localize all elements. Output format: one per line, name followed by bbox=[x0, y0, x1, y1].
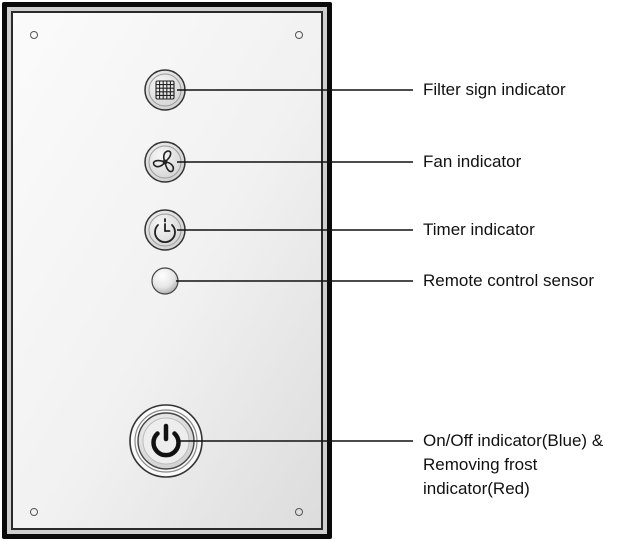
remote-sensor bbox=[151, 267, 179, 295]
sensor-label: Remote control sensor bbox=[423, 271, 595, 290]
power-icon bbox=[151, 423, 181, 458]
timer-indicator bbox=[144, 209, 186, 251]
timer-indicator-label: Timer indicator bbox=[423, 220, 535, 239]
onoff-label-line2: Removing frost bbox=[423, 455, 538, 474]
screw-bottom-left bbox=[30, 508, 38, 516]
onoff-label-line1: On/Off indicator(Blue) & bbox=[423, 431, 604, 450]
fan-indicator bbox=[144, 141, 186, 183]
fan-icon bbox=[152, 150, 175, 173]
screw-bottom-right bbox=[295, 508, 303, 516]
leader-lines bbox=[176, 89, 413, 442]
filter-indicator-label: Filter sign indicator bbox=[423, 80, 566, 99]
timer-clock-icon bbox=[154, 218, 176, 244]
onoff-label-line3: indicator(Red) bbox=[423, 479, 530, 498]
power-button[interactable] bbox=[129, 404, 203, 478]
fan-indicator-label: Fan indicator bbox=[423, 152, 522, 171]
screw-top-right bbox=[295, 31, 303, 39]
filter-grid-icon bbox=[155, 80, 175, 100]
screw-top-left bbox=[30, 31, 38, 39]
panel bbox=[2, 2, 332, 539]
